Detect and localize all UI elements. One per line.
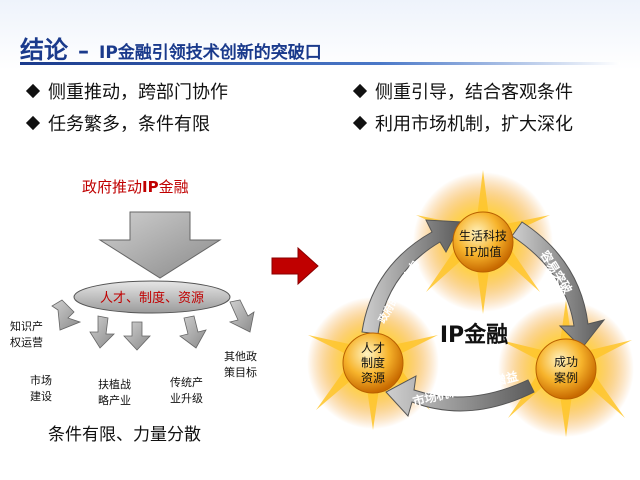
- branch-arrow-icon: [123, 321, 151, 351]
- big-down-arrow-icon: [98, 211, 222, 279]
- node-top-line2: IP加值: [465, 244, 502, 259]
- branch-arrows: [51, 299, 255, 351]
- ellipse-label: 人才、制度、资源: [100, 290, 204, 306]
- bullet-right-2: 利用市场机制，扩大深化: [352, 110, 573, 136]
- gov-label-part-b: IP: [142, 178, 159, 196]
- bullet-text: 利用市场机制，扩大深化: [375, 114, 573, 135]
- bullet-text: 侧重引导，结合客观条件: [375, 82, 573, 103]
- bullet-left-2: 任务繁多，条件有限: [25, 110, 210, 136]
- branch-label-4b: 业升级: [170, 392, 203, 405]
- title-sub: IP金融引领技术创新的突破口: [99, 43, 322, 63]
- header: 结论 – IP金融引领技术创新的突破口: [0, 0, 640, 70]
- branch-arrow-icon: [228, 299, 255, 333]
- branch-label-1b: 权运营: [10, 335, 43, 349]
- branch-label-5a: 其他政: [224, 349, 257, 363]
- node-top-line1: 生活科技: [459, 229, 507, 243]
- node-left-line2: 制度: [361, 355, 385, 370]
- node-right-line1: 成功: [554, 355, 578, 369]
- branch-label-5b: 策目标: [224, 365, 257, 379]
- gov-push-label: 政府推动IP金融: [82, 176, 232, 197]
- branch-label-1a: 知识产: [10, 319, 43, 333]
- branch-label-2a: 市场: [30, 373, 52, 387]
- node-left-line1: 人才: [361, 341, 385, 355]
- node-top-orb: [452, 211, 514, 273]
- cycle-diagram: 容易突破 市场机制，反馈增益 政府的引导方向 生活科技 IP加值 成功 案例 人…: [307, 170, 634, 437]
- title-dash: –: [78, 39, 89, 64]
- page-title: 结论 – IP金融引领技术创新的突破口: [20, 30, 322, 66]
- branch-label-3a: 扶植战: [98, 377, 131, 391]
- bottom-summary-text: 条件有限、力量分散: [48, 425, 201, 445]
- branch-label-2b: 建设: [30, 389, 52, 403]
- bullet-left-1: 侧重推动，跨部门协作: [25, 78, 228, 104]
- cycle-center-label: IP金融: [440, 322, 508, 348]
- gov-label-part-c: 金融: [158, 178, 189, 196]
- branch-label-3b: 略产业: [98, 393, 131, 407]
- title-main: 结论: [20, 36, 68, 64]
- gov-label-part-a: 政府推动: [82, 178, 143, 196]
- branch-arrow-icon: [89, 315, 115, 349]
- bullet-text: 任务繁多，条件有限: [48, 114, 210, 135]
- branch-label-4a: 传统产: [170, 375, 203, 389]
- branch-arrow-icon: [179, 315, 207, 349]
- node-left-line3: 资源: [361, 371, 385, 385]
- arc-bottom-arrow: [385, 375, 535, 417]
- title-underline: [20, 62, 620, 65]
- node-left-orb: [342, 332, 404, 394]
- branch-arrow-icon: [51, 299, 82, 331]
- bullet-text: 侧重推动，跨部门协作: [48, 82, 228, 103]
- node-right-line2: 案例: [554, 370, 578, 385]
- node-right-orb: [535, 338, 597, 400]
- red-right-arrow-icon: [271, 246, 319, 286]
- bullet-right-1: 侧重引导，结合客观条件: [352, 78, 573, 104]
- header-background: [0, 0, 640, 70]
- resource-ellipse: [73, 280, 231, 314]
